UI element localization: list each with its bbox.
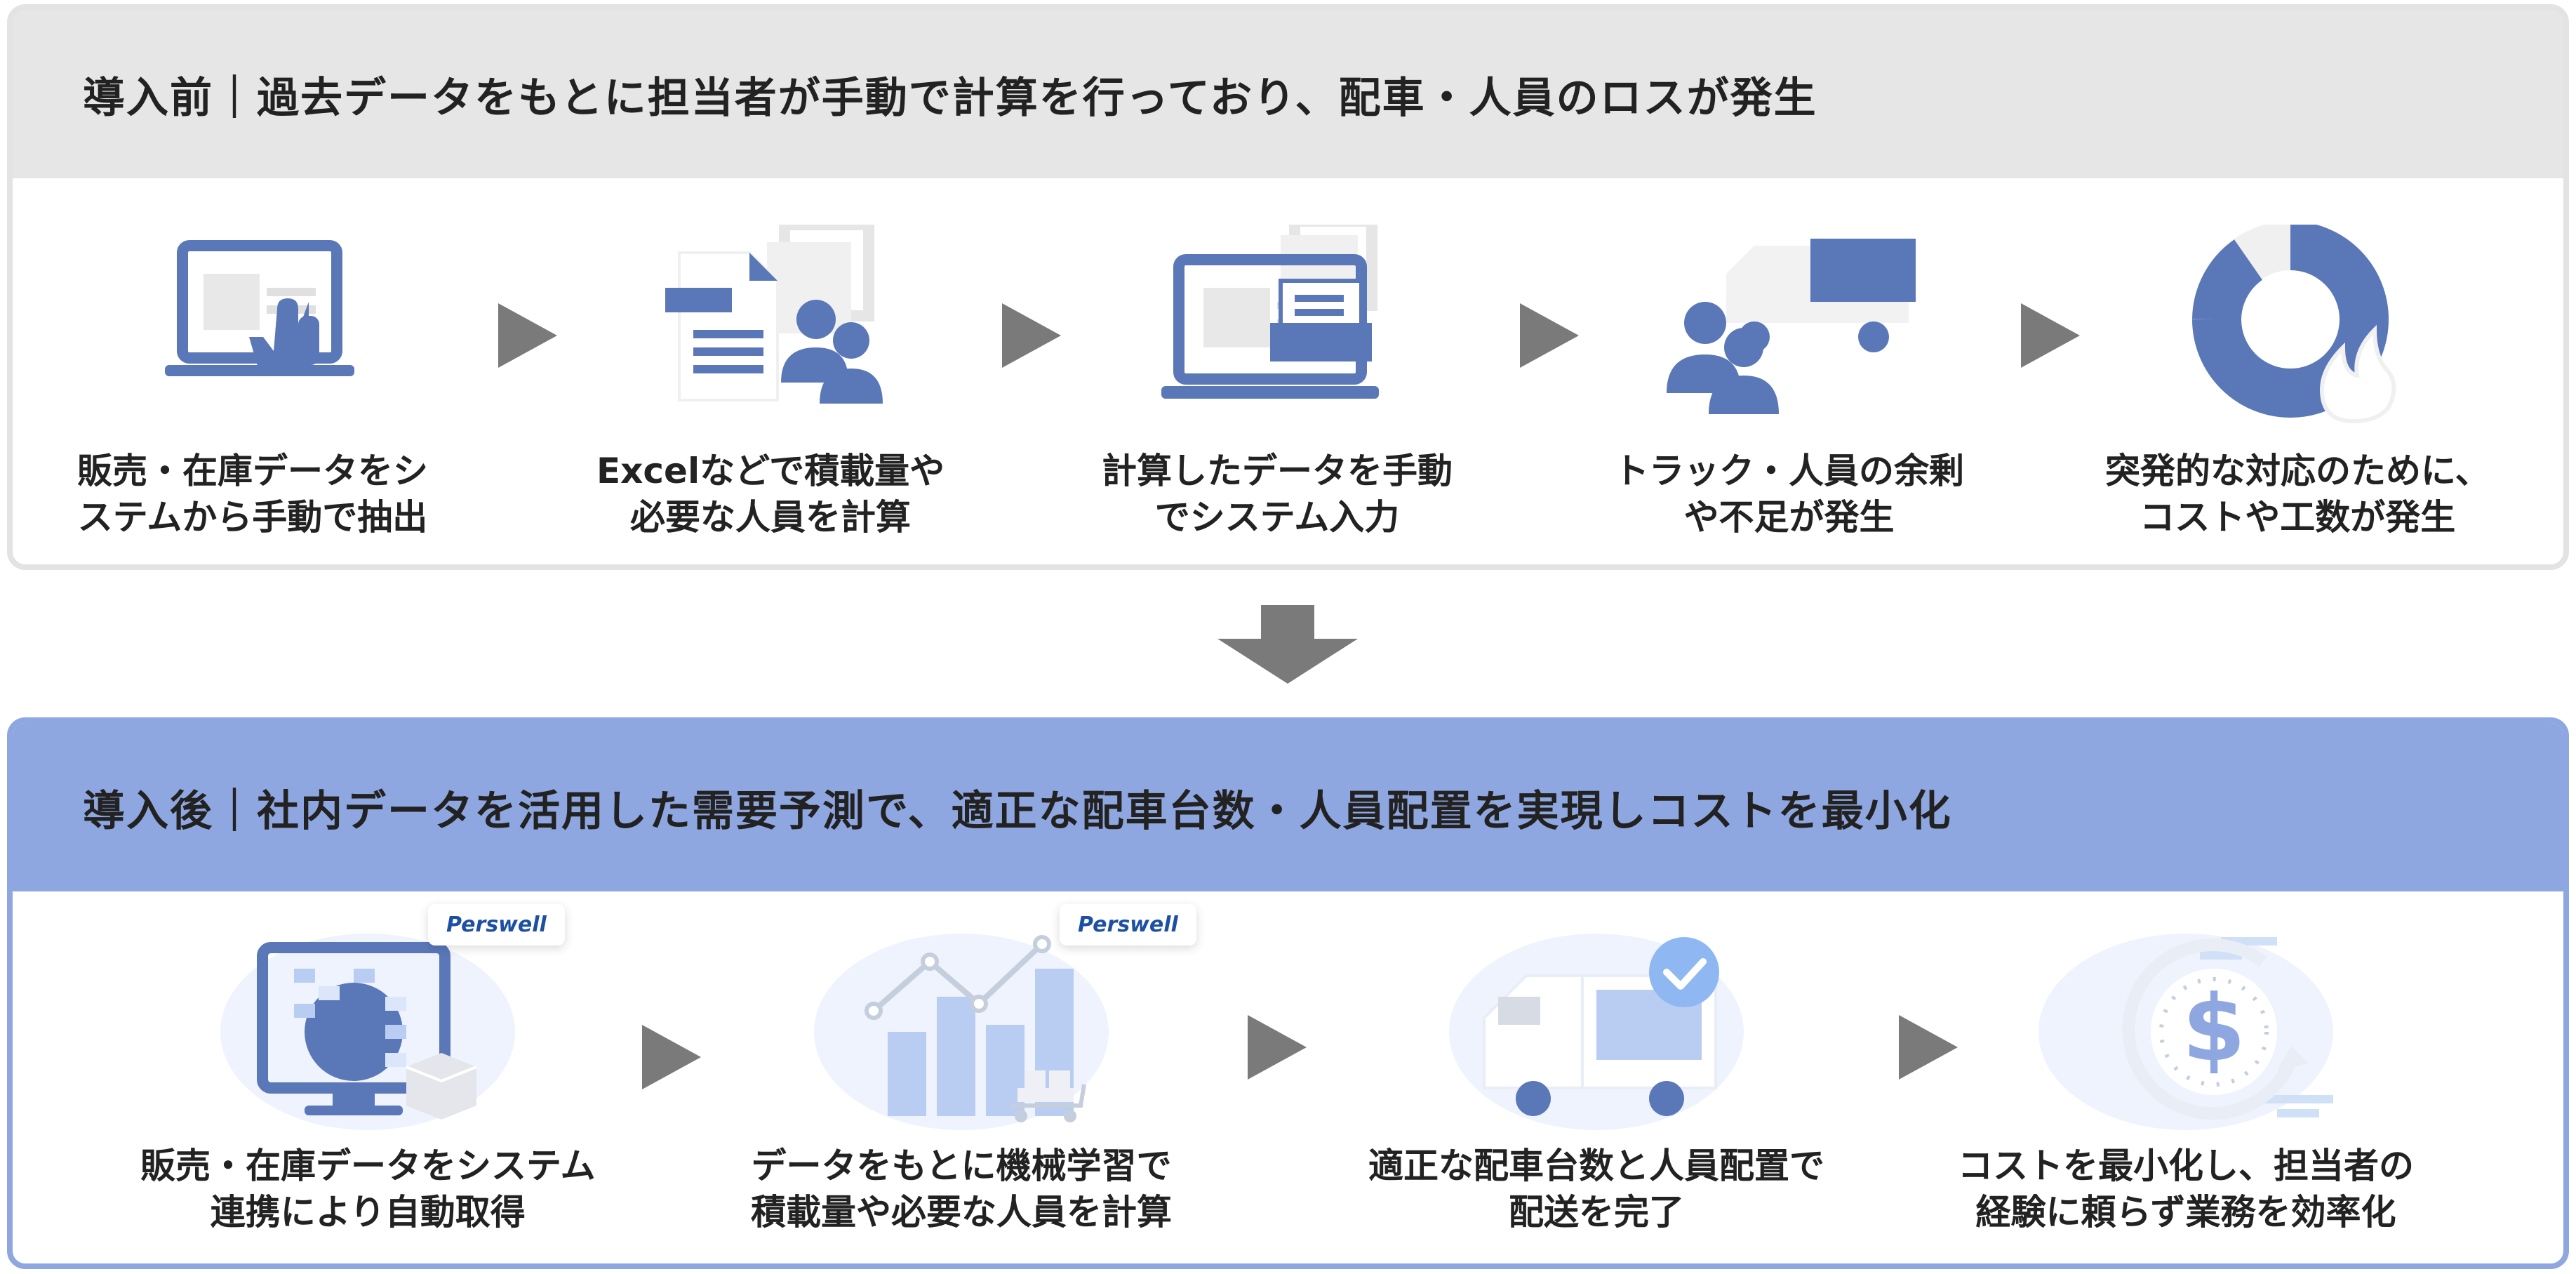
before-step-5-label: 突発的な対応のために、 コストや工数が発生 xyxy=(2105,451,2490,538)
document-people-icon xyxy=(616,225,925,435)
laptop-hand-icon xyxy=(98,225,407,435)
donut-fire-icon xyxy=(2143,225,2452,435)
arrow-right-icon xyxy=(1248,1015,1307,1080)
before-header: 導入前｜過去データをもとに担当者が手動で計算を行っており、配車・人員のロスが発生 xyxy=(13,10,2563,178)
dollar-cycle-icon: $ xyxy=(2031,920,2340,1130)
before-step-4: トラック・人員の余剰 や不足が発生 xyxy=(1614,225,1964,540)
before-step-3: 計算したデータを手動 でシステム入力 xyxy=(1102,225,1453,540)
before-step-2-label: Excelなどで積載量や 必要な人員を計算 xyxy=(596,451,945,538)
before-step-5: 突発的な対応のために、 コストや工数が発生 xyxy=(2105,225,2490,540)
after-step-2-label: データをもとに機械学習で 積載量や必要な人員を計算 xyxy=(751,1146,1172,1233)
after-title: 導入後｜社内データを活用した需要予測で、適正な配車台数・人員配置を実現しコストを… xyxy=(83,786,1952,836)
arrow-right-icon xyxy=(1899,1015,1958,1080)
perswell-badge: Perswell xyxy=(1060,904,1196,945)
arrow-right-icon xyxy=(2021,303,2080,368)
after-step-4-label: コストを最小化し、担当者の 経験に頼らず業務を効率化 xyxy=(1958,1146,2414,1233)
arrow-right-icon xyxy=(642,1025,701,1089)
after-step-4: $ コストを最小化し、担当者の 経験に頼らず業務を効率化 xyxy=(1958,920,2414,1235)
after-header: 導入後｜社内データを活用した需要予測で、適正な配車台数・人員配置を実現しコストを… xyxy=(13,723,2563,891)
truck-people-icon xyxy=(1635,225,1944,435)
before-step-3-label: 計算したデータを手動 でシステム入力 xyxy=(1102,451,1453,538)
arrow-right-icon xyxy=(1002,303,1061,368)
svg-text:$: $ xyxy=(2182,975,2245,1082)
after-step-1: 販売・在庫データをシステム 連携により自動取得 xyxy=(140,920,596,1235)
after-step-3-label: 適正な配車台数と人員配置で 配送を完了 xyxy=(1368,1146,1824,1233)
before-panel: 導入前｜過去データをもとに担当者が手動で計算を行っており、配車・人員のロスが発生 xyxy=(7,4,2569,570)
before-step-1-label: 販売・在庫データをシ ステムから手動で抽出 xyxy=(77,451,428,538)
arrow-right-icon xyxy=(498,303,557,368)
truck-check-icon xyxy=(1442,920,1751,1130)
monitor-data-icon xyxy=(213,920,522,1130)
after-step-2: データをもとに機械学習で 積載量や必要な人員を計算 xyxy=(751,920,1172,1235)
before-step-1: 販売・在庫データをシ ステムから手動で抽出 xyxy=(77,225,428,540)
chart-cart-icon xyxy=(807,920,1116,1130)
after-step-1-label: 販売・在庫データをシステム 連携により自動取得 xyxy=(140,1146,596,1233)
arrow-right-icon xyxy=(1520,303,1579,368)
after-step-3: 適正な配車台数と人員配置で 配送を完了 xyxy=(1368,920,1824,1235)
before-step-2: Excelなどで積載量や 必要な人員を計算 xyxy=(596,225,945,540)
perswell-badge: Perswell xyxy=(428,904,565,945)
arrow-down-icon xyxy=(1217,605,1358,684)
laptop-document-icon xyxy=(1123,225,1432,435)
before-title: 導入前｜過去データをもとに担当者が手動で計算を行っており、配車・人員のロスが発生 xyxy=(83,73,1817,123)
before-step-4-label: トラック・人員の余剰 や不足が発生 xyxy=(1614,451,1964,538)
